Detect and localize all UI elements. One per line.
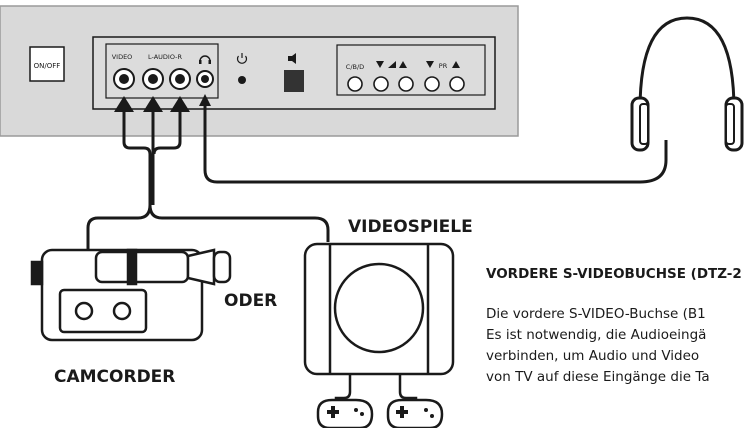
video-jack [113, 68, 135, 90]
menu-button [347, 76, 363, 92]
program-label: PR [439, 62, 448, 70]
speaker-icon [288, 53, 296, 64]
power-icon [236, 53, 248, 64]
info-line: verbinden, um Audio und Video [486, 348, 700, 364]
volume-arrows-icon [376, 61, 407, 68]
ir-sensor-window [284, 70, 304, 92]
info-heading: VORDERE S-VIDEOBUCHSE (DTZ-2 [486, 266, 742, 282]
headphone-jack [196, 70, 214, 88]
audio-right-jack [169, 68, 191, 90]
video-cable [122, 112, 152, 205]
camcorder-icon [30, 248, 232, 342]
camcorder-cable [86, 204, 152, 252]
camcorder-label: CAMCORDER [54, 367, 175, 387]
audio-right-cable [152, 112, 182, 155]
audio-jack-label: L-AUDIO-R [148, 53, 182, 61]
videospiele-cable [148, 204, 330, 242]
plug-arrows [114, 94, 211, 112]
cables [86, 106, 668, 252]
videospiele-label: VIDEOSPIELE [348, 217, 473, 237]
info-line: Es ist notwendig, die Audioeingä [486, 327, 707, 343]
control-label: C/B/D [346, 63, 364, 71]
tv-front-panel: ON/OFF VIDEO L-AUDIO-R [0, 5, 519, 137]
onoff-label: ON/OFF [34, 62, 61, 70]
oder-label: ODER [224, 291, 277, 311]
audio-left-jack [142, 68, 164, 90]
program-down-button [424, 76, 440, 92]
program-up-button [449, 76, 465, 92]
volume-up-button [398, 76, 414, 92]
volume-down-button [373, 76, 389, 92]
info-line: von TV auf diese Eingänge die Ta [486, 369, 710, 385]
game-console-icon [303, 242, 455, 406]
power-led [238, 76, 246, 84]
headphone-jack-icon [199, 55, 211, 64]
info-panel: VORDERE S-VIDEOBUCHSE (DTZ-2 Die vordere… [486, 266, 753, 388]
headphone-cable [203, 106, 668, 184]
program-arrows-icon [426, 61, 460, 68]
headphones-icon [630, 16, 744, 152]
onoff-button [29, 46, 65, 82]
info-line: Die vordere S-VIDEO-Buchse (B1 [486, 306, 706, 322]
video-jack-label: VIDEO [112, 53, 133, 61]
